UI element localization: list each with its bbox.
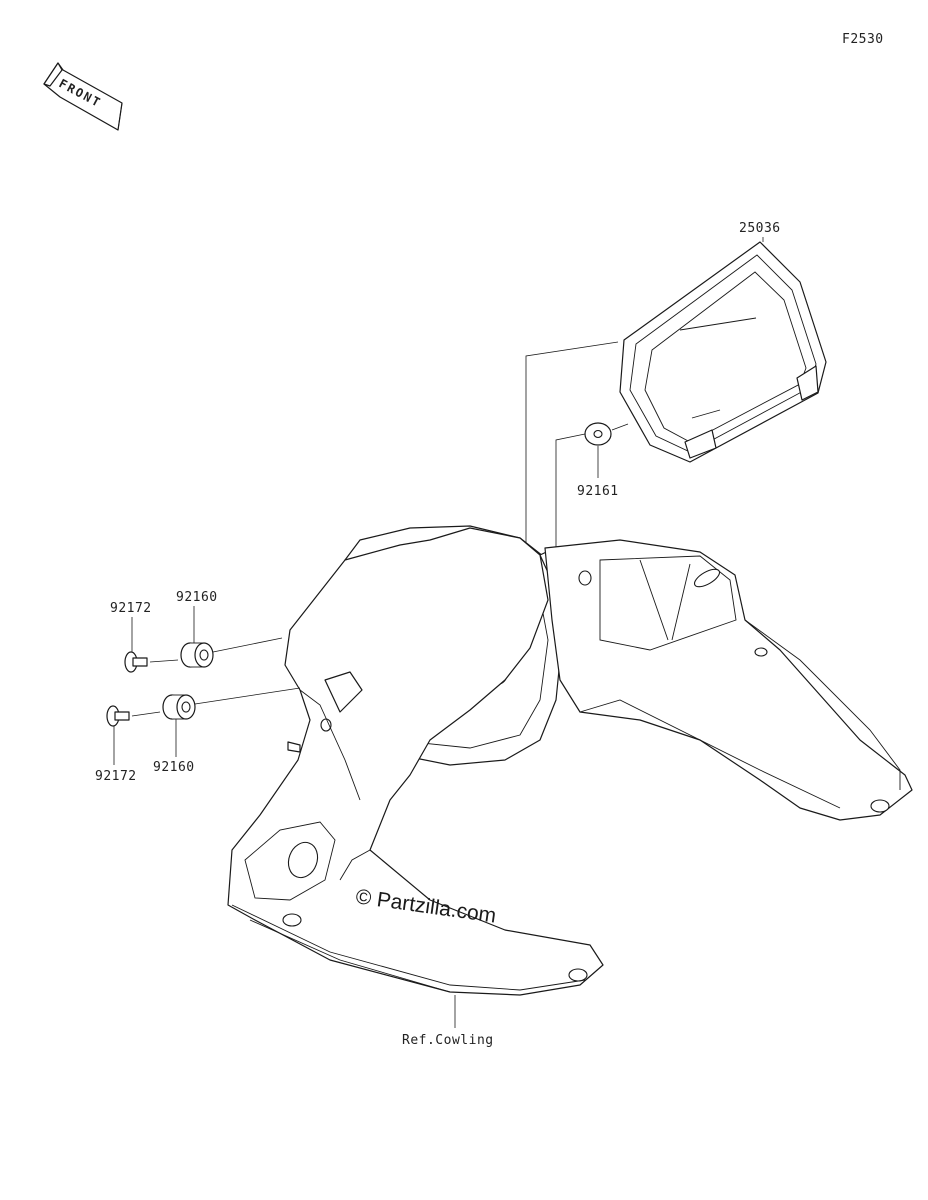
meter-assembly bbox=[619, 241, 827, 463]
part-number-92172-upper: 92172 bbox=[110, 601, 152, 616]
reference-cowling-label: Ref.Cowling bbox=[402, 1033, 494, 1048]
part-number-92160-lower: 92160 bbox=[153, 760, 195, 775]
front-arrow-icon: FRONT bbox=[43, 62, 123, 131]
part-number-92172-lower: 92172 bbox=[95, 769, 137, 784]
figure-code: F2530 bbox=[842, 32, 884, 47]
grommet-92160-lower bbox=[162, 694, 196, 720]
part-number-92161: 92161 bbox=[577, 484, 619, 499]
grommet-92161 bbox=[584, 422, 612, 446]
screw-92172-upper bbox=[124, 651, 148, 673]
screw-92172-lower bbox=[106, 705, 130, 727]
part-number-25036: 25036 bbox=[739, 221, 781, 236]
front-cowling bbox=[227, 527, 913, 996]
grommet-92160-upper bbox=[180, 642, 214, 668]
part-number-92160-upper: 92160 bbox=[176, 590, 218, 605]
